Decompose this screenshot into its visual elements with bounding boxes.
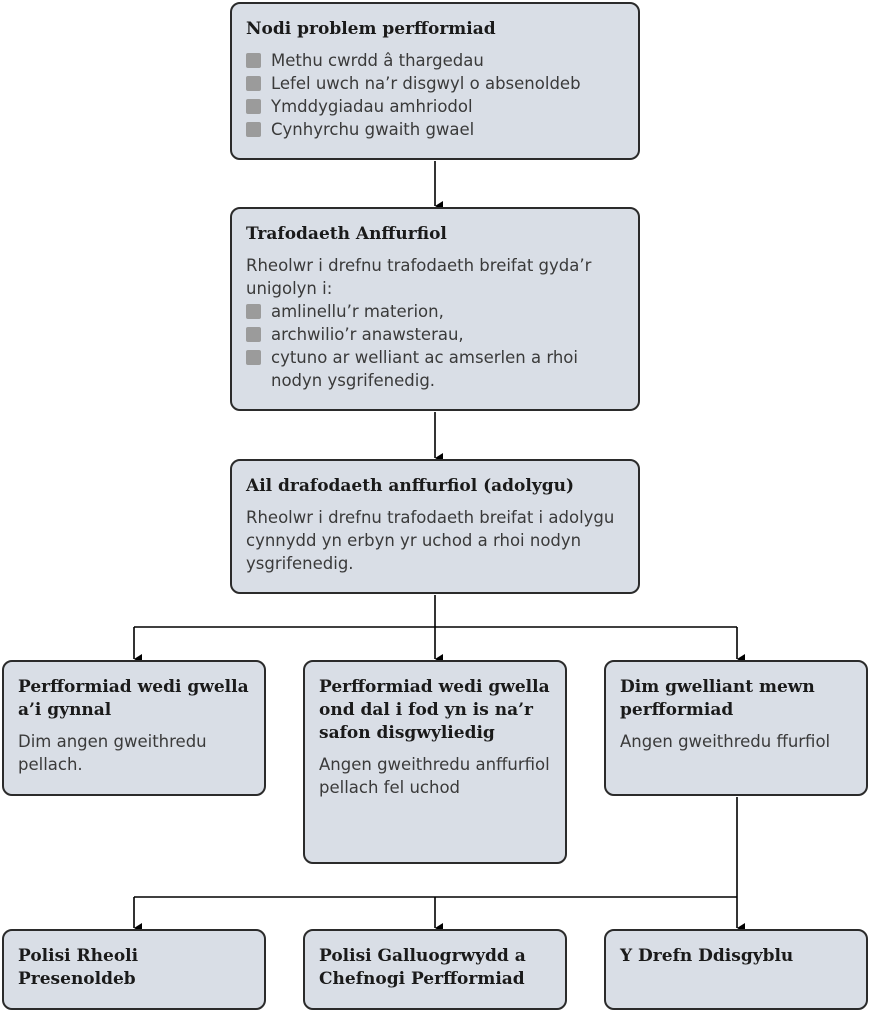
list-item: Methu cwrdd â thargedau — [246, 49, 624, 72]
informal-discussion-box: Trafodaeth Anffurfiol Rheolwr i drefnu t… — [230, 207, 640, 411]
capability-policy-title: Polisi Galluogrwydd a Chefnogi Perfformi… — [319, 946, 526, 989]
partially-improved-title: Perfformiad wedi gwella ond dal i fod yn… — [319, 677, 550, 743]
partially-improved-text: Angen gweithredu anffurfiol pellach fel … — [319, 755, 550, 797]
list-item: Ymddygiadau amhriodol — [246, 95, 624, 118]
list-item: Cynhyrchu gwaith gwael — [246, 118, 624, 141]
capability-policy-box: Polisi Galluogrwydd a Chefnogi Perfformi… — [303, 929, 567, 1010]
informal-discussion-list: amlinellu’r materion, archwilio’r anawst… — [246, 300, 624, 392]
square-bullet-icon — [246, 99, 261, 114]
attendance-policy-title: Polisi Rheoli Presenoldeb — [18, 946, 139, 989]
disciplinary-procedure-box: Y Drefn Ddisgyblu — [604, 929, 868, 1010]
improved-text: Dim angen gweithredu pellach. — [18, 732, 207, 774]
list-item: Lefel uwch na’r disgwyl o absenoldeb — [246, 72, 624, 95]
no-improvement-title: Dim gwelliant mewn perfformiad — [620, 677, 815, 720]
no-improvement-box: Dim gwelliant mewn perfformiad Angen gwe… — [604, 660, 868, 796]
square-bullet-icon — [246, 122, 261, 137]
second-discussion-box: Ail drafodaeth anffurfiol (adolygu) Rheo… — [230, 459, 640, 594]
disciplinary-procedure-title: Y Drefn Ddisgyblu — [620, 946, 794, 966]
improved-box: Perfformiad wedi gwella a’i gynnal Dim a… — [2, 660, 266, 796]
attendance-policy-box: Polisi Rheoli Presenoldeb — [2, 929, 266, 1010]
square-bullet-icon — [246, 76, 261, 91]
square-bullet-icon — [246, 327, 261, 342]
identify-problem-box: Nodi problem perfformiad Methu cwrdd â t… — [230, 2, 640, 160]
partially-improved-box: Perfformiad wedi gwella ond dal i fod yn… — [303, 660, 567, 864]
square-bullet-icon — [246, 53, 261, 68]
informal-discussion-title: Trafodaeth Anffurfiol — [246, 224, 447, 244]
improved-title: Perfformiad wedi gwella a’i gynnal — [18, 677, 249, 720]
list-item: archwilio’r anawsterau, — [246, 323, 624, 346]
list-item: cytuno ar welliant ac amserlen a rhoi no… — [246, 346, 624, 392]
list-item: amlinellu’r materion, — [246, 300, 624, 323]
square-bullet-icon — [246, 304, 261, 319]
second-discussion-text: Rheolwr i drefnu trafodaeth breifat i ad… — [246, 508, 615, 573]
identify-problem-list: Methu cwrdd â thargedau Lefel uwch na’r … — [246, 49, 624, 141]
identify-problem-title: Nodi problem perfformiad — [246, 19, 496, 39]
informal-discussion-text: Rheolwr i drefnu trafodaeth breifat gyda… — [246, 256, 592, 298]
no-improvement-text: Angen gweithredu ffurfiol — [620, 732, 831, 751]
second-discussion-title: Ail drafodaeth anffurfiol (adolygu) — [246, 476, 575, 496]
square-bullet-icon — [246, 350, 261, 365]
